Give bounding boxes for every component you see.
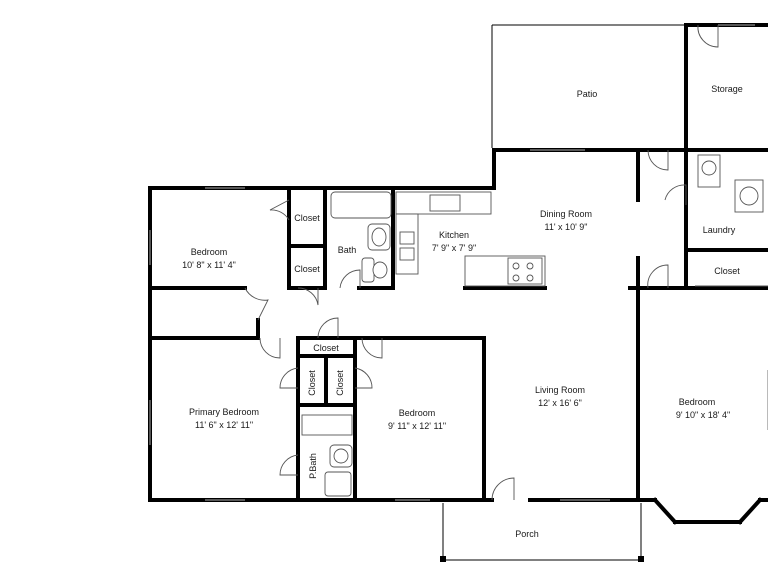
- porch-outline: [440, 503, 644, 562]
- room-dims-primary: 11' 6" x 12' 11": [195, 420, 253, 430]
- windows: [149, 24, 768, 501]
- room-dims-bedroom-nw: 10' 8" x 11' 4": [182, 260, 236, 270]
- room-name-patio: Patio: [577, 89, 598, 99]
- room-name-closet-v2: Closet: [335, 370, 345, 396]
- room-name-bedroom-nw: Bedroom: [191, 247, 228, 257]
- room-dims-bedroom-mid: 9' 11" x 12' 11": [388, 421, 446, 431]
- exterior-walls: [148, 23, 768, 525]
- interior-walls: [148, 148, 768, 502]
- fixtures: [301, 154, 768, 497]
- room-name-bedroom-e: Bedroom: [679, 397, 716, 407]
- room-name-bath: Bath: [338, 245, 357, 255]
- room-name-pbath: P.Bath: [308, 453, 318, 479]
- room-name-storage: Storage: [711, 84, 743, 94]
- room-name-kitchen: Kitchen: [439, 230, 469, 240]
- room-name-closet-e: Closet: [714, 266, 740, 276]
- bathtub: [330, 191, 392, 219]
- room-labels: Patio Storage Bedroom 10' 8" x 11' 4" Cl…: [182, 84, 743, 539]
- room-dims-dining: 11' x 10' 9": [545, 222, 588, 232]
- room-dims-bedroom-e: 9' 10" x 18' 4": [676, 410, 730, 420]
- room-name-closet-hall: Closet: [313, 343, 339, 353]
- room-name-porch: Porch: [515, 529, 539, 539]
- room-dims-kitchen: 7' 9" x 7' 9": [432, 243, 476, 253]
- room-dims-living: 12' x 16' 6": [538, 398, 582, 408]
- room-name-living: Living Room: [535, 385, 585, 395]
- room-name-laundry: Laundry: [703, 225, 736, 235]
- room-name-closet-v1: Closet: [307, 370, 317, 396]
- room-name-dining: Dining Room: [540, 209, 592, 219]
- room-name-closet-2: Closet: [294, 264, 320, 274]
- room-name-primary: Primary Bedroom: [189, 407, 259, 417]
- room-name-bedroom-mid: Bedroom: [399, 408, 436, 418]
- room-name-closet-1: Closet: [294, 213, 320, 223]
- doors: [244, 24, 719, 501]
- patio-outline: [491, 24, 686, 148]
